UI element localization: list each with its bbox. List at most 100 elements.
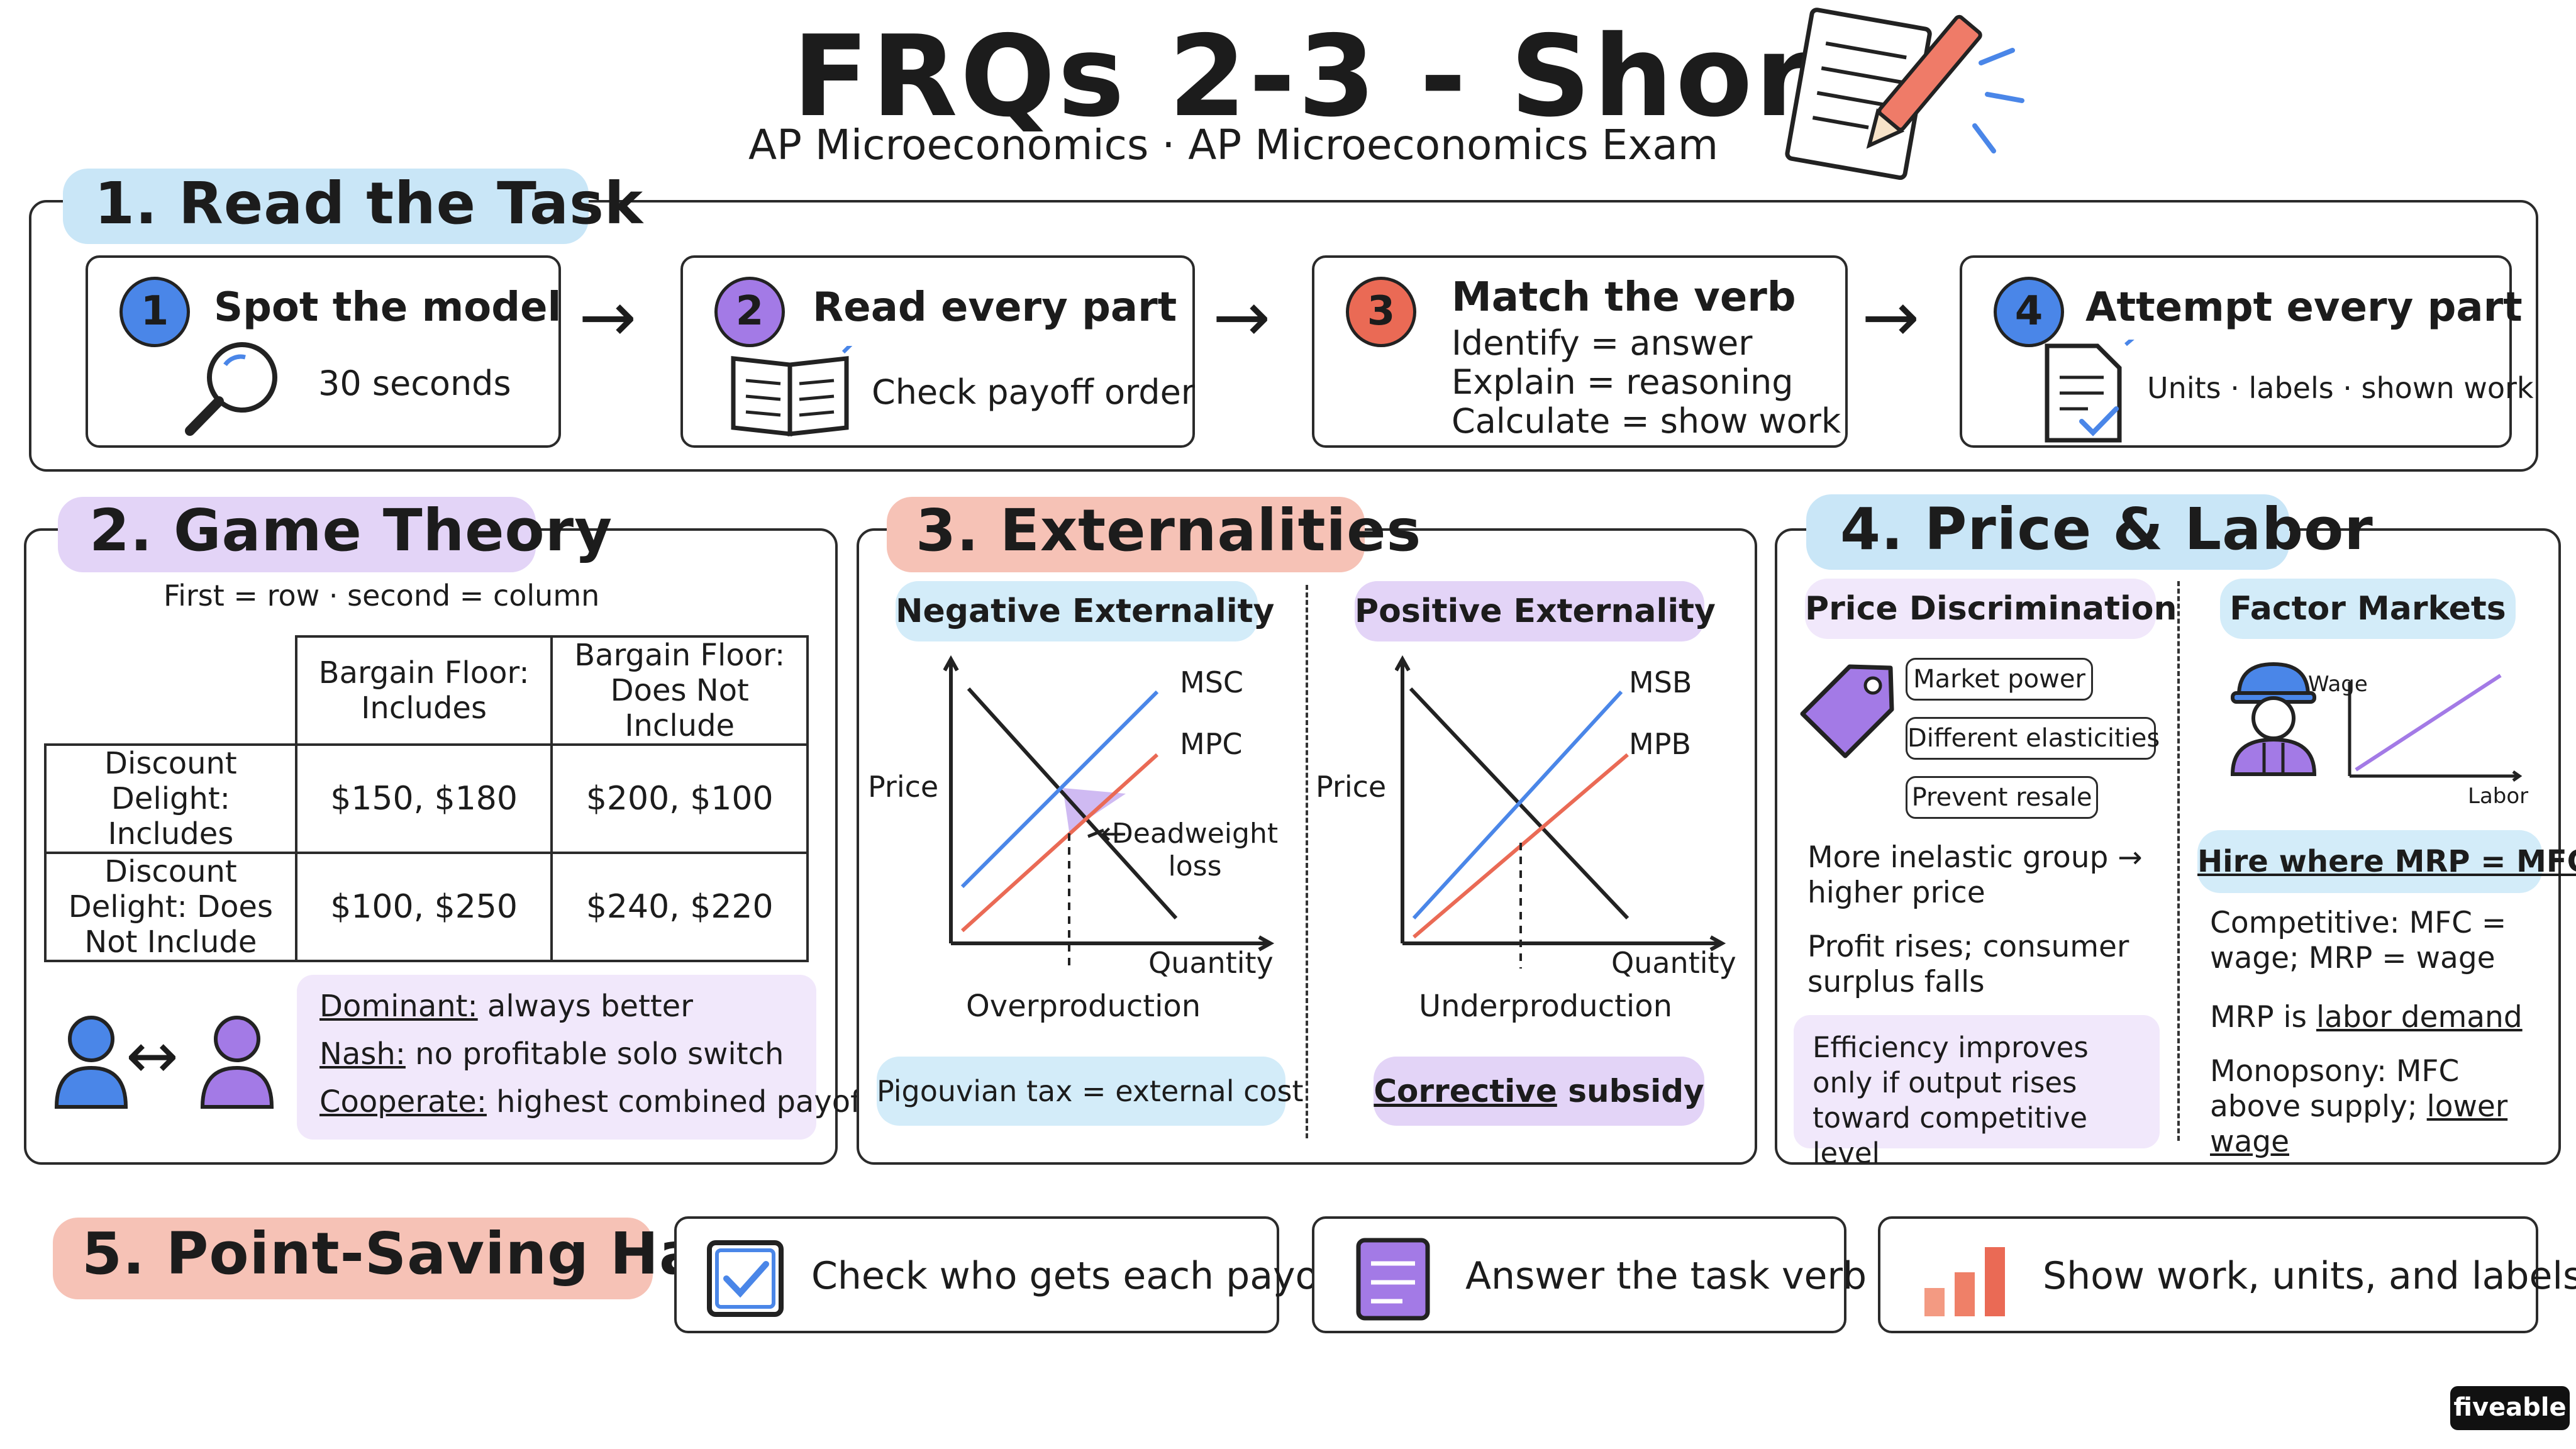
habit-card-2: Answer the task verb — [1312, 1216, 1867, 1333]
factor-mrp: MRP is labor demand — [2210, 1000, 2523, 1035]
notepad-pencil-icon — [1785, 8, 2024, 180]
deadweight-arrow-icon: ← — [1101, 815, 1127, 852]
habit-1-text: Check who gets each payoff — [811, 1254, 1345, 1298]
price-disc-line-1: More inelastic group → higher price — [1807, 840, 2143, 910]
habit-card-1: Check who gets each payoff — [674, 1216, 1345, 1333]
section3-header: 3. Externalities — [916, 497, 1422, 564]
player-right-icon — [200, 1016, 274, 1109]
step-title-3: Match the verb — [1452, 274, 1796, 321]
neg-curve-msc: MSC — [1180, 665, 1244, 699]
checkbox-icon — [707, 1240, 784, 1317]
matrix-corner — [45, 636, 297, 746]
section4-header: 4. Price & Labor — [1840, 496, 2373, 563]
pos-result: Underproduction — [1419, 989, 1673, 1024]
step-number-1: 1 — [119, 277, 190, 347]
payoff-matrix: Bargain Floor: Includes Bargain Floor: D… — [44, 635, 809, 962]
section5-highlight — [53, 1218, 653, 1299]
payoff-cell-2-2: $240, $220 — [550, 852, 809, 962]
pos-curve-mpb: MPB — [1629, 727, 1691, 761]
step-arrow-1: → — [579, 277, 637, 357]
pigouvian-tax-note: Pigouvian tax = external cost — [877, 1057, 1304, 1126]
payoff-cell-1-2: $200, $100 — [550, 743, 809, 854]
worker-icon — [2230, 662, 2317, 776]
step-detail-1: 30 seconds — [318, 364, 511, 403]
neg-ylabel: Price — [868, 770, 939, 804]
step-arrow-2: → — [1213, 277, 1271, 357]
factor-ylabel: Wage — [2308, 672, 2368, 697]
hire-rule: Hire where MRP = MFC — [2197, 830, 2576, 893]
pos-curve-msb: MSB — [1629, 665, 1692, 699]
step-number-3: 3 — [1346, 277, 1416, 347]
step-title-1: Spot the model — [214, 284, 562, 331]
chip-prevent-resale: Prevent resale — [1906, 776, 2098, 819]
section2-highlight — [58, 497, 536, 572]
step-detail-2: Check payoff order — [872, 372, 1196, 412]
habit-card-3: Show work, units, and labels — [1878, 1216, 2576, 1333]
deadweight-loss-label: Deadweight loss — [1111, 818, 1279, 882]
price-disc-line-2: Profit rises; consumer surplus falls — [1807, 930, 2129, 999]
chip-market-power: Market power — [1906, 658, 2093, 701]
habit-2-text: Answer the task verb — [1465, 1254, 1867, 1298]
game-theory-note: First = row · second = column — [164, 579, 600, 613]
step-title-4: Attempt every part — [2085, 284, 2523, 331]
chip-different-elasticities: Different elasticities — [1906, 717, 2160, 760]
step-number-4: 4 — [1994, 277, 2064, 347]
externality-divider — [1306, 585, 1308, 1138]
game-definitions: Dominant: always better Nash: no profita… — [297, 975, 871, 1140]
pos-ylabel: Price — [1316, 770, 1387, 804]
row-header-2: Discount Delight: Does Not Include — [44, 852, 297, 962]
factor-markets-title: Factor Markets — [2220, 579, 2516, 639]
step-verb-line-3: Calculate = show work — [1452, 401, 1841, 441]
negative-externality-title: Negative Externality — [896, 581, 1274, 641]
price-tag-icon — [1800, 664, 1894, 758]
task-list-icon — [1356, 1238, 1430, 1321]
neg-result: Overproduction — [966, 989, 1201, 1024]
positive-externality-title: Positive Externality — [1355, 581, 1716, 641]
step-detail-4: Units · labels · shown work — [2147, 371, 2534, 405]
corrective-subsidy-note: Corrective subsidy — [1374, 1057, 1704, 1126]
swap-arrow-icon: ↔ — [126, 1019, 179, 1092]
def-dominant: Dominant: always better — [319, 989, 693, 1024]
factor-competitive: Competitive: MFC = wage; MRP = wage — [2210, 906, 2507, 975]
negative-externality-graph — [943, 655, 1275, 969]
positive-externality-graph — [1395, 655, 1726, 969]
page-title: FRQs 2-3 - Short — [792, 11, 1869, 142]
brand-logo: fiveable — [2450, 1386, 2570, 1430]
step-arrow-3: → — [1862, 277, 1920, 357]
def-cooperate: Cooperate: highest combined payoff — [319, 1084, 872, 1119]
factor-xlabel: Labor — [2468, 784, 2529, 809]
col-header-2: Bargain Floor: Does Not Include — [550, 635, 809, 746]
col-header-1: Bargain Floor: Includes — [294, 635, 553, 746]
section1-highlight — [63, 169, 589, 244]
price-labor-divider — [2177, 581, 2180, 1141]
habit-3-text: Show work, units, and labels — [2043, 1254, 2576, 1298]
step-card-3: 3 Match the verb Identify = answer Expla… — [1312, 255, 1848, 448]
magnifier-icon — [185, 342, 277, 436]
player-left-icon — [54, 1016, 128, 1109]
factor-monopsony: Monopsony: MFC above supply; lower wage — [2210, 1054, 2508, 1159]
step-card-4: 4 Attempt every part Units · labels · sh… — [1960, 255, 2534, 448]
section2-header: 2. Game Theory — [89, 497, 613, 564]
step-card-1: 1 Spot the model 30 seconds — [86, 255, 561, 448]
step-number-2: 2 — [714, 277, 785, 347]
step-verb-line-1: Identify = answer — [1452, 323, 1753, 363]
price-discrimination-title: Price Discrimination — [1805, 579, 2177, 639]
section3-highlight — [887, 497, 1365, 572]
step-verb-line-2: Explain = reasoning — [1452, 362, 1794, 402]
pos-xlabel: Quantity — [1611, 946, 1736, 980]
def-nash: Nash: no profitable solo switch — [319, 1036, 784, 1072]
payoff-cell-1-1: $150, $180 — [294, 743, 553, 854]
checklist-doc-icon — [2045, 340, 2135, 443]
efficiency-note: Efficiency improves only if output rises… — [1794, 1015, 2160, 1170]
neg-curve-mpc: MPC — [1180, 727, 1243, 761]
factor-market-graph — [2348, 674, 2523, 782]
section1-header: 1. Read the Task — [94, 170, 644, 237]
section4-highlight — [1806, 494, 2289, 570]
bar-chart-icon — [1924, 1247, 2005, 1316]
payoff-cell-2-1: $100, $250 — [294, 852, 553, 962]
step-card-2: 2 Read every part Check payoff order — [680, 255, 1195, 448]
page-subtitle: AP Microeconomics · AP Microeconomics Ex… — [748, 121, 1719, 169]
open-book-icon — [731, 346, 853, 436]
step-title-2: Read every part — [813, 284, 1177, 331]
neg-xlabel: Quantity — [1148, 946, 1274, 980]
